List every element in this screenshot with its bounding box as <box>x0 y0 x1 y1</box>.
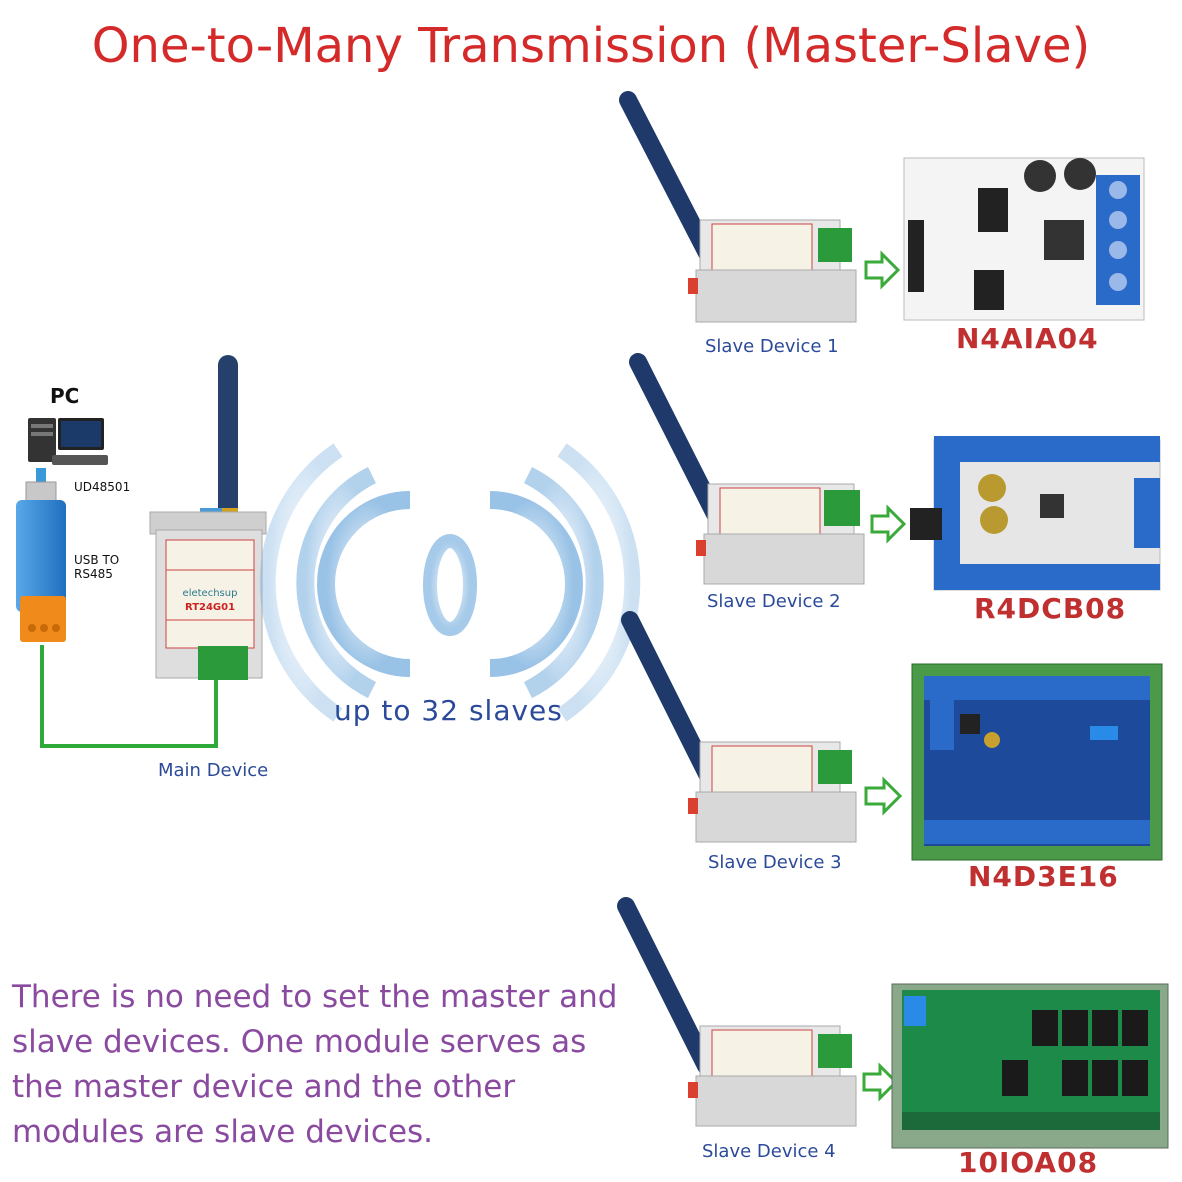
adapter-model-label: UD48501 <box>74 480 131 494</box>
board-r4dcb08 <box>910 436 1161 591</box>
pc-label: PC <box>50 384 80 408</box>
board-n4aia04 <box>903 157 1145 321</box>
main-device-label: Main Device <box>158 760 269 781</box>
explanation-note: There is no need to set the master and s… <box>12 979 618 1150</box>
slaves-caption: up to 32 slaves <box>334 694 563 727</box>
main-device-model: RT24G01 <box>184 602 236 613</box>
slave-device-1-label: Slave Device 1 <box>705 336 839 357</box>
adapter-desc-label: USB TO RS485 <box>74 553 120 581</box>
slave-device-3-module <box>621 611 857 843</box>
main-device-brand: eletechsup <box>182 588 238 599</box>
slave-device-4-module <box>617 897 857 1127</box>
slave-device-3-label: Slave Device 3 <box>708 852 842 873</box>
slave-device-1-module <box>619 91 857 323</box>
arrow-icon <box>864 776 903 816</box>
module-n4d3e16-label: N4D3E16 <box>968 860 1119 893</box>
slave-device-4-label: Slave Device 4 <box>702 1141 836 1162</box>
board-n4d3e16 <box>911 663 1163 861</box>
slave-device-2-module <box>629 353 865 585</box>
arrow-icon <box>862 1062 899 1102</box>
rs485-wire <box>40 645 218 748</box>
module-n4aia04-label: N4AIA04 <box>956 322 1099 355</box>
pc-icon <box>28 418 108 465</box>
arrow-icon <box>870 504 907 544</box>
arrow-icon <box>864 250 901 290</box>
module-r4dcb08-label: R4DCB08 <box>974 592 1127 625</box>
page-title: One-to-Many Transmission (Master-Slave) <box>91 18 1091 74</box>
main-device-module <box>149 355 267 680</box>
wireless-signal-icon <box>259 443 641 722</box>
module-10ioa08-label: 10IOA08 <box>958 1146 1099 1179</box>
usb-rs485-adapter <box>16 468 66 642</box>
board-10ioa08 <box>891 983 1169 1149</box>
slave-device-2-label: Slave Device 2 <box>707 591 841 612</box>
